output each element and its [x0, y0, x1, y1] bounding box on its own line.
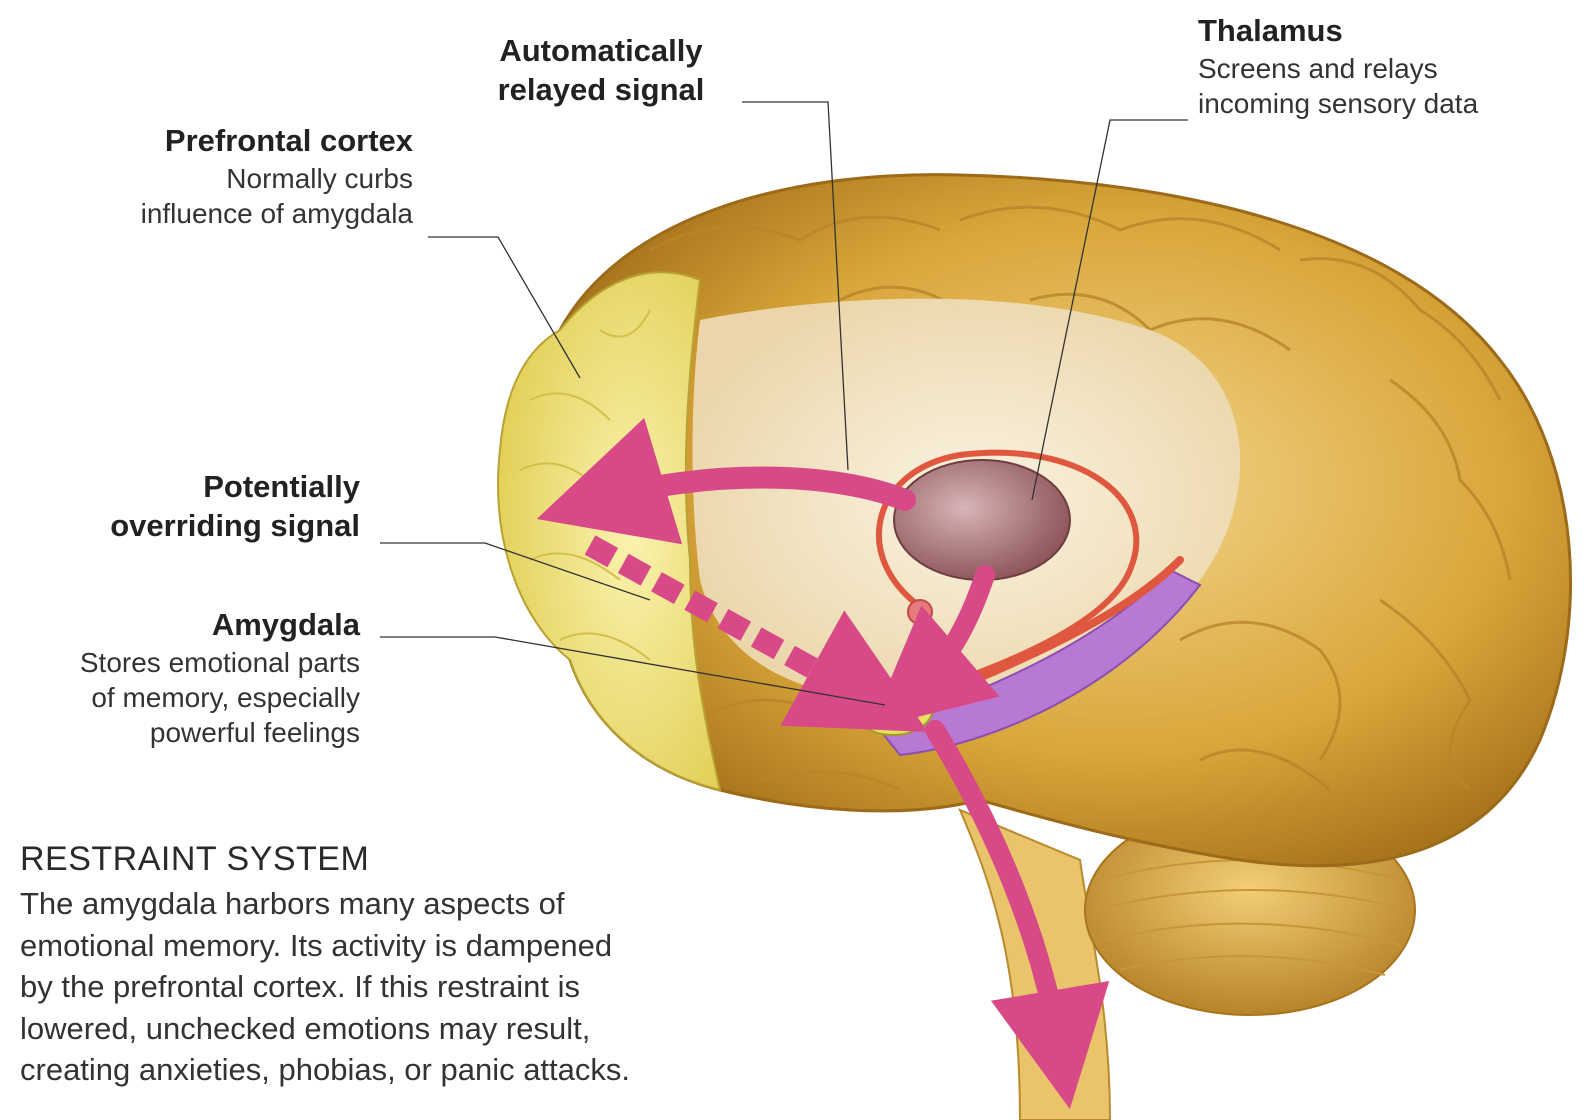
restraint-line: by the prefrontal cortex. If this restra…	[20, 966, 760, 1008]
thalamus-shape	[894, 460, 1070, 580]
prefrontal-desc-line2: influence of amygdala	[40, 196, 413, 231]
prefrontal-cortex-shape	[498, 272, 720, 790]
amygdala-desc-line1: Stores emotional parts	[10, 645, 360, 680]
mammillary-body	[908, 600, 932, 624]
potentially-overriding-line1: Potentially	[60, 468, 360, 507]
amygdala-desc-line3: powerful feelings	[10, 715, 360, 750]
automatically-relayed-line1: Automatically	[470, 32, 732, 71]
label-automatically-relayed: Automatically relayed signal	[470, 32, 732, 110]
restraint-body: The amygdala harbors many aspects of emo…	[20, 883, 760, 1091]
amygdala-desc-line2: of memory, especially	[10, 680, 360, 715]
amygdala-title: Amygdala	[10, 606, 360, 645]
label-potentially-overriding: Potentially overriding signal	[60, 468, 360, 546]
label-thalamus: Thalamus Screens and relays incoming sen…	[1198, 12, 1578, 121]
thalamus-desc-line1: Screens and relays	[1198, 51, 1578, 86]
label-prefrontal-cortex: Prefrontal cortex Normally curbs influen…	[40, 122, 413, 231]
thalamus-title: Thalamus	[1198, 12, 1578, 51]
prefrontal-desc-line1: Normally curbs	[40, 161, 413, 196]
restraint-line: lowered, unchecked emotions may result,	[20, 1008, 760, 1050]
prefrontal-title: Prefrontal cortex	[40, 122, 413, 161]
restraint-line: creating anxieties, phobias, or panic at…	[20, 1049, 760, 1091]
restraint-line: The amygdala harbors many aspects of	[20, 883, 760, 925]
restraint-heading: RESTRAINT SYSTEM	[20, 840, 760, 879]
restraint-line: emotional memory. Its activity is dampen…	[20, 925, 760, 967]
thalamus-desc-line2: incoming sensory data	[1198, 86, 1578, 121]
automatically-relayed-line2: relayed signal	[470, 71, 732, 110]
restraint-system-caption: RESTRAINT SYSTEM The amygdala harbors ma…	[20, 840, 760, 1091]
potentially-overriding-line2: overriding signal	[60, 507, 360, 546]
label-amygdala: Amygdala Stores emotional parts of memor…	[10, 606, 360, 750]
